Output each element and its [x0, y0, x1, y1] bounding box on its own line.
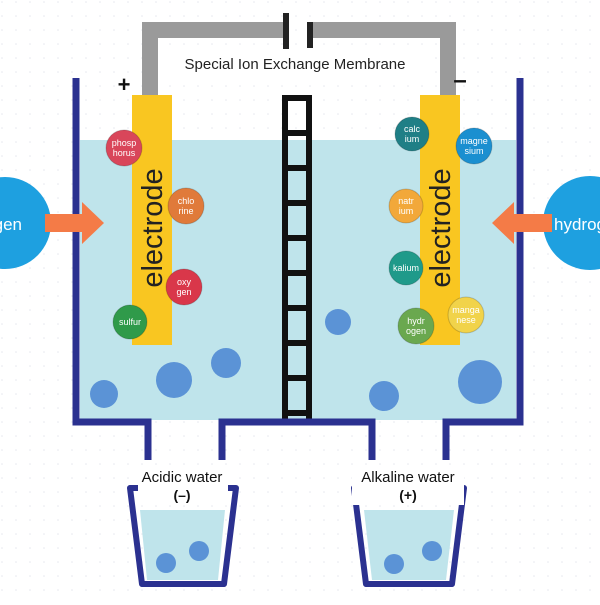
- ion-label: natr: [398, 196, 414, 206]
- ion-ball: [388, 250, 424, 286]
- ion-label: horus: [113, 148, 136, 158]
- cup-right-bubble: [384, 554, 404, 574]
- ladder-rung: [282, 340, 312, 346]
- electrode-right-label: electrode: [425, 168, 457, 287]
- ion-right: kalium: [388, 250, 424, 286]
- cup-left-sign: (–): [173, 487, 190, 503]
- battery-long-plate: [283, 13, 289, 49]
- ion-label: manga: [452, 305, 480, 315]
- tank-bubbles: [90, 309, 502, 411]
- ion-label: magne: [460, 136, 488, 146]
- ion-ball: [388, 188, 424, 224]
- ion-label: kalium: [393, 263, 419, 273]
- water-bubble: [458, 360, 502, 404]
- ladder-rail-left: [282, 95, 288, 420]
- ion-label: gen: [176, 287, 191, 297]
- battery-short-plate: [307, 22, 313, 48]
- cup-right-water: [364, 510, 454, 580]
- cup-left-bubble: [156, 553, 176, 573]
- cup-left-label-bg: [138, 467, 228, 505]
- ion-label: ium: [405, 134, 420, 144]
- cup-left-bubble: [189, 541, 209, 561]
- ion-label: rine: [178, 206, 193, 216]
- ion-ball: [112, 304, 148, 340]
- membrane-label-bg: [160, 50, 430, 76]
- ion-label: sulfur: [119, 317, 141, 327]
- power-wire: [142, 22, 456, 100]
- ion-left: sulfur: [112, 304, 148, 340]
- ladder-rung: [282, 305, 312, 311]
- ion-label: ium: [399, 206, 414, 216]
- ion-ball: [167, 187, 205, 225]
- ladder-rung: [282, 95, 312, 101]
- water-bubble: [369, 381, 399, 411]
- ladder-rung: [282, 270, 312, 276]
- ladder-rung: [282, 165, 312, 171]
- electrode-left-label: electrode: [137, 168, 169, 287]
- ladder-rung: [282, 200, 312, 206]
- cup-right-sign: (+): [399, 487, 417, 503]
- electrode-left: [132, 95, 172, 345]
- gas-bubble-left: [0, 177, 51, 269]
- ion-label: ogen: [406, 326, 426, 336]
- ladder-rail-right: [306, 95, 312, 420]
- ion-label: oxy: [177, 277, 192, 287]
- ion-label: calc: [404, 124, 421, 134]
- ladder-rung: [282, 410, 312, 416]
- cup-left-water: [140, 510, 225, 580]
- ion-label: sium: [464, 146, 483, 156]
- cup-right-bubble: [422, 541, 442, 561]
- ion-label: phosp: [112, 138, 137, 148]
- gas-bubble-right: [543, 176, 600, 270]
- ion-label: hydr: [407, 316, 425, 326]
- cup-right-label-bg: [352, 467, 464, 505]
- ion-exchange-membrane: [282, 95, 312, 420]
- membrane-label: Special Ion Exchange Membrane: [185, 56, 406, 73]
- water-bubble: [325, 309, 351, 335]
- ion-ball: [165, 268, 203, 306]
- ion-label: nese: [456, 315, 476, 325]
- ladder-rung: [282, 130, 312, 136]
- ion-ball: [397, 307, 435, 345]
- cup-left-title: Acidic water: [142, 469, 223, 486]
- ion-ball: [394, 116, 430, 152]
- water-bubble: [90, 380, 118, 408]
- arrow-left: [45, 202, 104, 244]
- positive-sign: +: [118, 72, 131, 97]
- arrow-right: [492, 202, 552, 244]
- gas-bubble-left-label: ogen: [0, 215, 22, 234]
- ion-ball: [447, 296, 485, 334]
- ladder-rung: [282, 235, 312, 241]
- ladder-rung: [282, 375, 312, 381]
- water-bubble: [211, 348, 241, 378]
- ion-label: chlo: [178, 196, 195, 206]
- ion-ball: [105, 129, 143, 167]
- water-bubble: [156, 362, 192, 398]
- cup-right-title: Alkaline water: [361, 469, 454, 486]
- ion-ball: [455, 127, 493, 165]
- tank-wall: [72, 78, 524, 460]
- negative-sign: –: [453, 67, 466, 94]
